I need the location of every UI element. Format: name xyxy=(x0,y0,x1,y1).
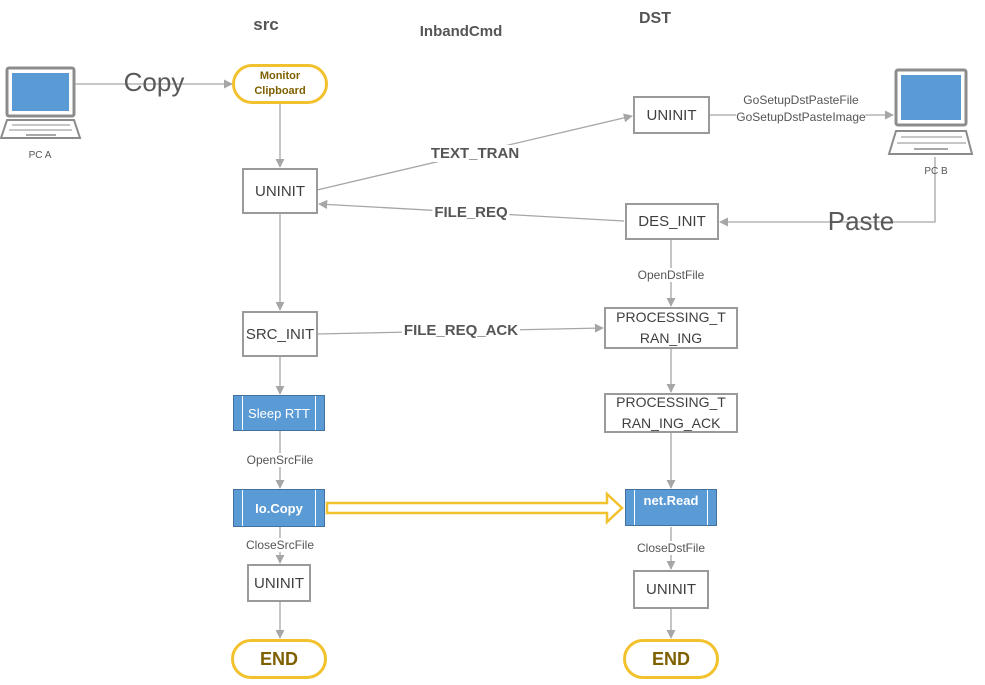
arrow-paste xyxy=(719,157,936,227)
label-gosetup-image: GoSetupDstPasteImage xyxy=(736,110,866,124)
src-uninit-end-node: UNINIT xyxy=(247,564,311,602)
processing-tran-ing-ack-node: PROCESSING_TRAN_ING_ACK xyxy=(604,393,738,433)
label-close-src-file: CloseSrcFile xyxy=(243,538,317,552)
monitor-clipboard-node: Monitor Clipboard xyxy=(232,64,328,104)
processing-tran-ing-node: PROCESSING_TRAN_ING xyxy=(604,307,738,349)
label-open-dst-file: OpenDstFile xyxy=(635,268,707,282)
transfer-arrow xyxy=(325,491,624,525)
src-end-node: END xyxy=(231,639,327,679)
net-read-node: net.Read xyxy=(625,489,717,526)
label-open-src-file: OpenSrcFile xyxy=(244,453,316,467)
pc-a-label: PC A xyxy=(28,150,52,161)
dst-end-node: END xyxy=(623,639,719,679)
pc-a-icon xyxy=(0,66,82,139)
src-init-node: SRC_INIT xyxy=(242,311,318,357)
label-file-req-ack: FILE_REQ_ACK xyxy=(401,322,521,339)
header-dst: DST xyxy=(639,10,671,27)
pc-b-label: PC B xyxy=(924,166,948,177)
dst-uninit-node: UNINIT xyxy=(633,96,710,134)
header-src: src xyxy=(253,15,279,34)
label-copy: Copy xyxy=(123,67,185,97)
label-close-dst-file: CloseDstFile xyxy=(634,541,708,555)
pc-b-icon xyxy=(887,68,974,155)
label-gosetup-file: GoSetupDstPasteFile xyxy=(743,93,859,107)
sleep-rtt-node: Sleep RTT xyxy=(233,395,325,431)
label-file-req: FILE_REQ xyxy=(432,204,510,221)
header-inbandcmd: InbandCmd xyxy=(419,23,503,40)
dst-uninit-end-node: UNINIT xyxy=(633,570,709,609)
label-text-tran: TEXT_TRAN xyxy=(428,145,522,162)
io-copy-node: Io.Copy xyxy=(233,489,325,527)
des-init-node: DES_INIT xyxy=(625,203,719,240)
label-paste: Paste xyxy=(827,206,895,236)
src-uninit-node: UNINIT xyxy=(242,168,318,214)
